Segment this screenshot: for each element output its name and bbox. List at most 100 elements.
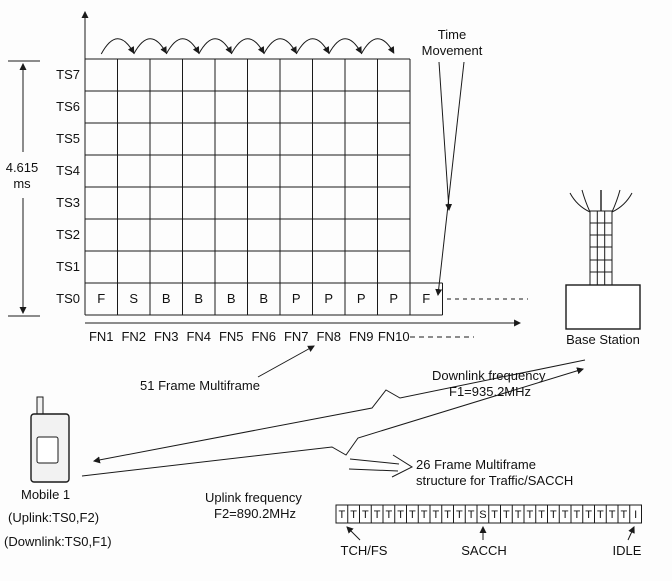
burst-cell: P xyxy=(292,291,301,306)
strip-cell: T xyxy=(386,509,393,521)
frame-number-labels: FN1 FN2 FN3 FN4 FN5 FN6 FN7 FN8 FN9 FN10 xyxy=(89,329,410,344)
time-movement-arrow-icon xyxy=(438,61,453,212)
hop-arc-icon xyxy=(133,38,167,55)
ts-row-label: TS6 xyxy=(56,99,80,114)
strip-cell: T xyxy=(397,509,404,521)
strip-cell: T xyxy=(444,509,451,521)
hop-arc-icon xyxy=(165,38,200,55)
time-movement-label-1: Time xyxy=(438,27,466,42)
strip-cell: T xyxy=(597,509,604,521)
time-movement: Time Movement xyxy=(422,27,483,297)
strip-cell: T xyxy=(538,509,545,521)
uplink-arrow-icon xyxy=(81,367,585,477)
multiframe51-arrow-icon xyxy=(257,345,315,378)
antenna-horn-icon xyxy=(611,189,621,213)
burst-cell: P xyxy=(324,291,333,306)
burst-cell: B xyxy=(162,291,171,306)
tch-label: TCH/FS xyxy=(341,543,388,558)
fn-label: FN1 xyxy=(89,329,114,344)
strip-cell: T xyxy=(574,509,581,521)
strip-cell: T xyxy=(409,509,416,521)
fn-label: FN3 xyxy=(154,329,179,344)
fn-label: FN2 xyxy=(121,329,146,344)
ts-row-label: TS0 xyxy=(56,291,80,306)
uplink-assignment-label: (Uplink:TS0,F2) xyxy=(8,510,99,525)
downlink-assignment-label: (Downlink:TS0,F1) xyxy=(4,534,112,549)
strip-cell: T xyxy=(491,509,498,521)
mobile-phone: Mobile 1 (Uplink:TS0,F2) (Downlink:TS0,F… xyxy=(4,396,112,549)
hop-arc-icon xyxy=(328,38,362,55)
fn-label: FN8 xyxy=(316,329,341,344)
burst-cell: B xyxy=(194,291,203,306)
ts-row-label: TS1 xyxy=(56,259,80,274)
burst-cell: S xyxy=(129,291,138,306)
phone-screen-icon xyxy=(36,436,59,464)
strip-cell: T xyxy=(503,509,510,521)
hop-arc-icon xyxy=(263,38,297,55)
multiframe26-title-2: structure for Traffic/SACCH xyxy=(416,473,573,488)
phone-antenna-icon xyxy=(36,396,44,416)
strip-cell: T xyxy=(562,509,569,521)
hop-arc-icon xyxy=(198,38,232,55)
ts0-burst-cells: F S B B B B P P P P F xyxy=(97,291,430,306)
strip-cell: T xyxy=(456,509,463,521)
fn-label: FN6 xyxy=(251,329,276,344)
hop-arc-icon xyxy=(100,38,135,55)
ts-row-labels: TS7 TS6 TS5 TS4 TS3 TS2 TS1 TS0 xyxy=(56,67,80,306)
fn-label: FN7 xyxy=(284,329,309,344)
strip-cell: I xyxy=(634,509,637,521)
hop-arc-icon xyxy=(295,38,330,55)
frame-duration-unit: ms xyxy=(13,176,31,191)
strip-cell: T xyxy=(609,509,616,521)
time-movement-arrow-icon xyxy=(435,61,465,297)
time-movement-label-2: Movement xyxy=(422,43,483,58)
multiframe51-label: 51 Frame Multiframe xyxy=(140,378,260,393)
strip-cell: T xyxy=(339,509,346,521)
strip-cell: T xyxy=(621,509,628,521)
ts-row-label: TS4 xyxy=(56,163,80,178)
strip-cell: T xyxy=(421,509,428,521)
strip-cell: T xyxy=(433,509,440,521)
grid-lines xyxy=(84,58,443,316)
mobile-label: Mobile 1 xyxy=(21,487,70,502)
double-arrow-icon xyxy=(348,454,414,478)
base-station-label: Base Station xyxy=(566,332,640,347)
tch-pointer-icon xyxy=(346,526,361,541)
ts-row-label: TS3 xyxy=(56,195,80,210)
burst-cell: P xyxy=(357,291,366,306)
frame-duration-value: 4.615 xyxy=(6,160,39,175)
burst-cell: B xyxy=(227,291,236,306)
base-station: Base Station xyxy=(565,189,641,347)
uplink-frequency-label: Uplink frequency xyxy=(205,490,302,505)
strip-cell: T xyxy=(585,509,592,521)
ts-row-label: TS5 xyxy=(56,131,80,146)
multiframe26-strip: T T T T T T T T T T T T S T T T T T T T … xyxy=(335,504,642,558)
hop-arc-icon xyxy=(230,38,265,55)
frame-hop-arcs xyxy=(100,38,395,55)
ts-row-label: TS7 xyxy=(56,67,80,82)
downlink-frequency-label: Downlink frequency xyxy=(432,368,546,383)
hop-arc-icon xyxy=(360,38,395,55)
lattice-tower-icon xyxy=(589,210,613,286)
frame-duration-dimension: 4.615 ms xyxy=(6,60,40,317)
idle-label: IDLE xyxy=(613,543,642,558)
fn-label: FN10 xyxy=(378,329,410,344)
burst-cell: P xyxy=(389,291,398,306)
strip-cell: T xyxy=(350,509,357,521)
burst-cell-overflow: F xyxy=(422,291,430,306)
strip-cell: T xyxy=(374,509,381,521)
strip-cell: T xyxy=(362,509,369,521)
fn-label: FN4 xyxy=(186,329,211,344)
strip-cell: T xyxy=(468,509,475,521)
timeslot-grid xyxy=(84,58,443,316)
fn-label: FN5 xyxy=(219,329,244,344)
antenna-horn-icon xyxy=(581,189,591,213)
downlink-arrow-icon xyxy=(92,359,586,464)
multiframe26-title-1: 26 Frame Multiframe xyxy=(416,457,536,472)
strip-cell: T xyxy=(527,509,534,521)
strip-cell: S xyxy=(479,509,486,521)
strip-cell: T xyxy=(515,509,522,521)
downlink-frequency-value: F1=935.2MHz xyxy=(449,384,531,399)
